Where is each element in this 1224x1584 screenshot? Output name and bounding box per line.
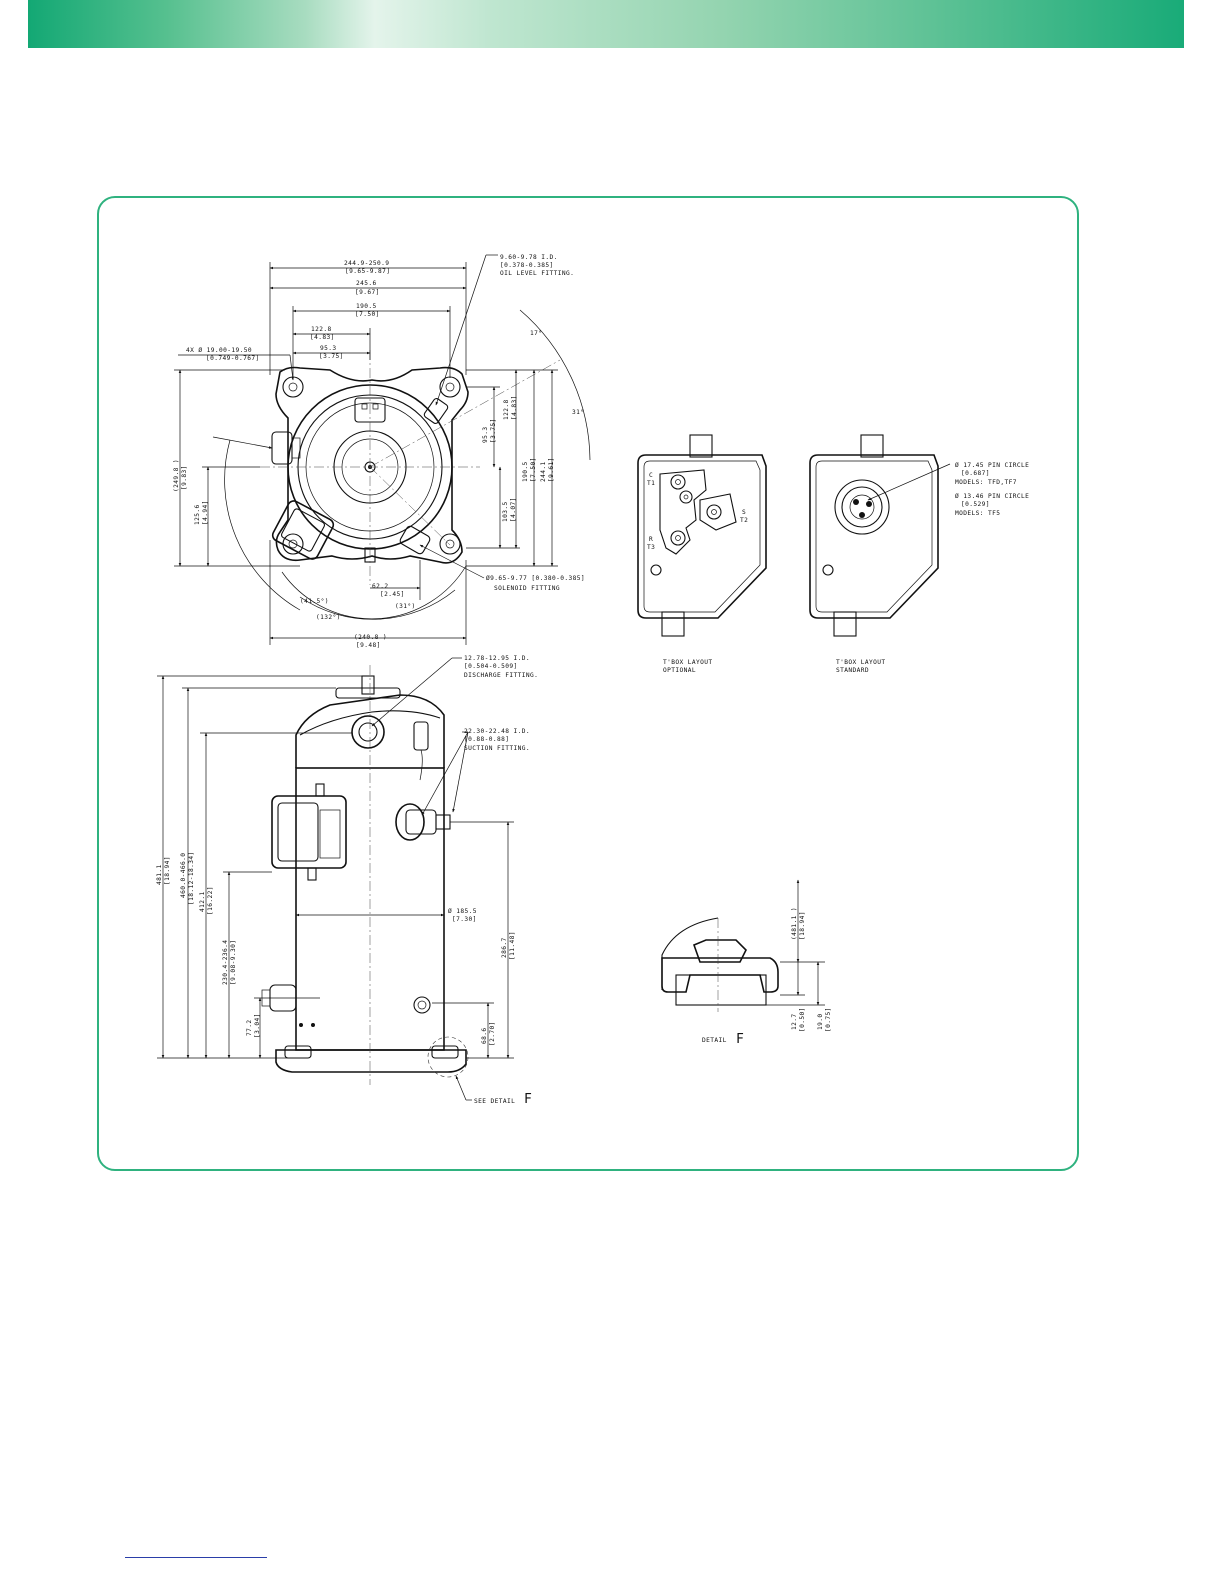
tbox-optional: C T1 S T2 R T3 T'BOX LAYOUT OPTIONAL	[637, 434, 767, 674]
detail-f-letter: F	[736, 1032, 744, 1047]
angle-17: 17°	[530, 329, 542, 337]
term-t3: T3	[647, 544, 655, 551]
dim-286-in: [11.48]	[509, 931, 516, 960]
discharge-label-2: [0.504-0.509]	[464, 663, 518, 670]
dim-v-122: 122.8	[503, 399, 510, 420]
dim-v-244-in: [9.61]	[548, 457, 555, 482]
dim-412-in: [16.22]	[207, 886, 214, 915]
dim-v-103-in: [4.07]	[510, 497, 517, 522]
pin-circle-1c: MODELS: TFD,TF7	[955, 479, 1017, 486]
dim-overall-width: 244.9-250.9	[344, 260, 389, 267]
detail-dim-12-in: [0.50]	[799, 1007, 806, 1032]
dim-77-in: [3.04]	[254, 1013, 261, 1038]
dim-190: 190.5	[356, 303, 377, 310]
pin-circle-1a: Ø 17.45 PIN CIRCLE	[955, 461, 1029, 469]
angle-41: (41.5°)	[300, 597, 329, 605]
mounting-holes	[282, 376, 461, 555]
dim-v-244: 244.1	[540, 461, 547, 482]
oil-fitting-label-1: 9.60-9.78 I.D.	[500, 254, 558, 261]
angle-31: 31°	[572, 408, 584, 416]
dim-230: 230.4-236.4	[222, 940, 229, 985]
dim-230-in: [9.08-9.30]	[230, 940, 237, 985]
dim-v-122-in: [4.83]	[511, 395, 518, 420]
oil-fitting-label-3: OIL LEVEL FITTING.	[500, 270, 574, 277]
detail-dim-19-in: [0.75]	[825, 1007, 832, 1032]
pin-circle-1b: [0.687]	[961, 470, 990, 477]
dim-v-95-in: [3.75]	[490, 418, 497, 443]
term-s: S	[742, 509, 746, 516]
tbox-standard-label-1: T'BOX LAYOUT	[836, 659, 886, 666]
dim-95-in: [3.75]	[319, 353, 344, 360]
dim-240-in: [9.48]	[356, 642, 381, 649]
mount-holes-in: [0.749-0.767]	[206, 355, 260, 362]
detail-f: DETAIL F (481.1 ) [18.94] 12.7 [0.50] 19…	[661, 879, 832, 1047]
dim-95: 95.3	[320, 345, 337, 352]
detail-f-label: DETAIL	[702, 1037, 727, 1044]
see-detail-label: SEE DETAIL	[474, 1098, 515, 1105]
detail-dim-481: (481.1 )	[791, 907, 798, 940]
angle-31b: (31°)	[395, 602, 416, 610]
dim-190-in: [7.50]	[355, 311, 380, 318]
term-r: R	[649, 536, 653, 543]
dim-245-in: [9.67]	[355, 289, 380, 296]
dia-185: Ø 185.5	[448, 907, 477, 915]
pin-circle-2a: Ø 13.46 PIN CIRCLE	[955, 492, 1029, 500]
see-detail-letter: F	[524, 1092, 532, 1107]
suction-label-2: [0.88-0.88]	[464, 736, 509, 743]
dim-245: 245.6	[356, 280, 377, 287]
side-view: 12.78-12.95 I.D. [0.504-0.509] DISCHARGE…	[156, 655, 538, 1107]
pin-circle-2c: MODELS: TF5	[955, 510, 1000, 517]
dim-412: 412.1	[199, 891, 206, 912]
dim-68-in: [2.70]	[489, 1021, 496, 1046]
dim-481-in: [18.94]	[164, 856, 171, 885]
dim-v-125-in: [4.94]	[202, 500, 209, 525]
dim-v-125: 125.6	[194, 504, 201, 525]
term-t1: T1	[647, 480, 655, 487]
dim-62: 62.2	[372, 583, 389, 590]
top-base-plate	[275, 366, 469, 564]
dim-v-249-in: [9.83]	[181, 465, 188, 490]
pin-circle-2b: [0.529]	[961, 501, 990, 508]
tbox-standard: Ø 17.45 PIN CIRCLE [0.687] MODELS: TFD,T…	[809, 434, 1029, 674]
tbox-standard-label-2: STANDARD	[836, 667, 869, 674]
dim-v-95: 95.3	[482, 426, 489, 443]
dim-62-in: [2.45]	[380, 591, 405, 598]
dim-v-103: 103.5	[502, 501, 509, 522]
oil-fitting-label-2: [0.378-0.385]	[500, 262, 554, 269]
dim-481: 481.1	[156, 864, 163, 885]
dia-185-in: [7.30]	[452, 916, 477, 923]
dim-286: 286.7	[501, 937, 508, 958]
dim-460-in: [18.12-18.34]	[188, 851, 195, 905]
dim-460: 460.0-466.0	[180, 853, 187, 898]
detail-dim-12: 12.7	[791, 1013, 798, 1030]
angle-132: (132°)	[316, 613, 341, 621]
mount-holes-label: 4X Ø 19.00-19.50	[186, 346, 252, 354]
suction-label-1: 22.30-22.48 I.D.	[464, 728, 530, 735]
dim-overall-width-in: [9.65-9.87]	[345, 268, 390, 275]
term-c: C	[649, 472, 653, 479]
dim-v-190-in: [7.50]	[530, 457, 537, 482]
footer-link-line	[125, 1557, 267, 1558]
dim-68: 68.6	[481, 1027, 488, 1044]
term-t2: T2	[740, 517, 748, 524]
dim-122-in: [4.83]	[310, 334, 335, 341]
dim-240: (240.8 )	[354, 634, 387, 641]
dim-v-249: (249.8 )	[173, 459, 180, 492]
tbox-optional-label-1: T'BOX LAYOUT	[663, 659, 713, 666]
tbox-optional-label-2: OPTIONAL	[663, 667, 696, 674]
dim-122: 122.8	[311, 326, 332, 333]
detail-dim-481-in: [18.94]	[799, 911, 806, 940]
solenoid-label-1: Ø9.65-9.77 [0.380-0.385]	[486, 574, 585, 582]
detail-dim-19: 19.0	[817, 1013, 824, 1030]
discharge-label-1: 12.78-12.95 I.D.	[464, 655, 530, 662]
solenoid-label-2: SOLENOID FITTING	[494, 585, 560, 592]
dim-v-190: 190.5	[522, 461, 529, 482]
discharge-label-3: DISCHARGE FITTING.	[464, 672, 538, 679]
header-band	[28, 0, 1184, 48]
dim-77: 77.2	[246, 1019, 253, 1036]
top-view: 244.9-250.9 [9.65-9.87] 245.6 [9.67] 190…	[173, 254, 591, 649]
suction-label-3: SUCTION FITTING.	[464, 745, 530, 752]
